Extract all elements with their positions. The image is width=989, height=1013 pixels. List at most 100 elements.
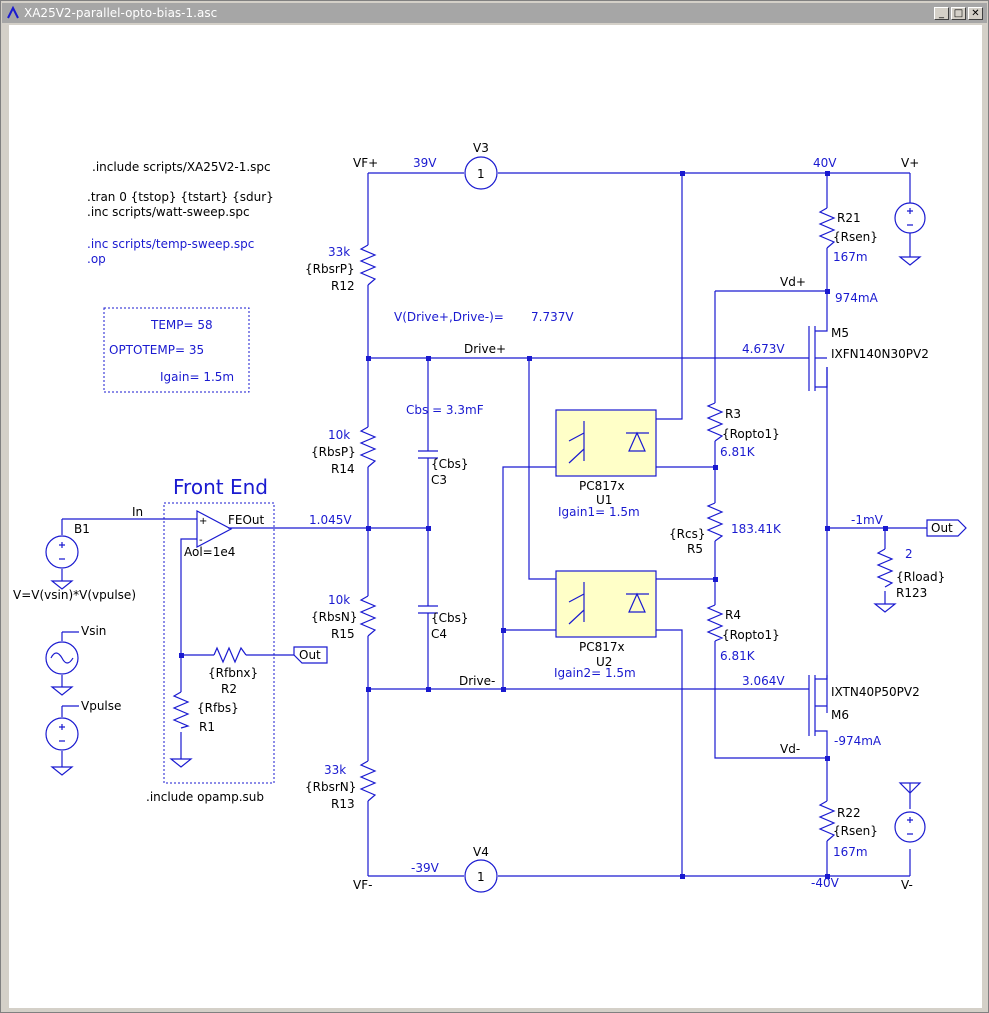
opamp-plus: + (199, 516, 207, 527)
resistor-r2[interactable] (213, 646, 247, 664)
net-out-feedback: Out (299, 648, 321, 662)
label-r21-name: R21 (837, 211, 861, 225)
param-temp: TEMP= 58 (150, 318, 213, 332)
label-r5-val: {Rcs} (669, 527, 705, 541)
label-v3: V3 (473, 141, 489, 155)
label-cbs: Cbs = 3.3mF (406, 403, 484, 417)
optocoupler-u1[interactable] (555, 409, 657, 477)
bsource-b1[interactable] (45, 535, 79, 590)
net-labels: VF+ VF- V+ V- Drive+ Drive- Vd+ Vd- In O… (81, 156, 953, 892)
label-r1-val: {Rfbs} (197, 701, 239, 715)
resistor-r12[interactable] (359, 244, 377, 286)
op-v4673: 4.673V (742, 342, 785, 356)
directives-text: .include scripts/XA25V2-1.spc .tran 0 {t… (87, 160, 274, 804)
net-vpulse: Vpulse (81, 699, 121, 713)
resistor-r14[interactable] (359, 426, 377, 468)
op-ma974: 974mA (835, 291, 879, 305)
net-v-plus: V+ (901, 156, 919, 170)
ltspice-schematic-icon (7, 6, 19, 19)
resistor-r1[interactable] (172, 691, 190, 729)
measure-drive: V(Drive+,Drive-)= (394, 310, 504, 324)
voltage-source-vpulse[interactable] (45, 717, 79, 776)
label-c4-val: {Cbs} (431, 611, 469, 625)
out-port-right[interactable] (926, 519, 967, 537)
voltage-source-v3[interactable] (464, 156, 498, 190)
label-v4: V4 (473, 845, 489, 859)
op-v40: 40V (813, 156, 837, 170)
op-r5: 183.41K (731, 522, 782, 536)
close-button[interactable]: ✕ (968, 7, 983, 20)
out-port-feedback[interactable] (293, 646, 328, 664)
label-v4-one: 1 (477, 870, 485, 884)
front-end-title: Front End (173, 475, 268, 499)
label-b1-expr: V=V(vsin)*V(vpulse) (13, 588, 136, 602)
net-vd-minus: Vd- (780, 742, 800, 756)
label-r3-val: {Ropto1} (722, 427, 780, 441)
resistor-r22[interactable] (818, 800, 836, 842)
maximize-button[interactable]: □ (951, 7, 966, 20)
opamp-feout: FEOut (228, 513, 265, 527)
minimize-button[interactable]: _ (934, 7, 949, 20)
label-u2-name: U2 (596, 655, 612, 669)
directive-watt: .inc scripts/watt-sweep.spc (87, 205, 250, 219)
opamp-minus: - (199, 535, 203, 546)
component-labels: V3 1 V4 1 B1 V=V(vsin)*V(vpulse) 33k {Rb… (13, 141, 945, 884)
op-r3: 6.81K (720, 445, 756, 459)
label-r2-val: {Rfbnx} (208, 666, 258, 680)
resistor-r5[interactable] (706, 502, 724, 542)
resistor-r123[interactable] (876, 548, 894, 588)
label-u2-part: PC817x (579, 640, 625, 654)
directive-op: .op (87, 252, 106, 266)
op-v3064: 3.064V (742, 674, 785, 688)
label-r123-val: {Rload} (896, 570, 945, 584)
resistor-r4[interactable] (706, 604, 724, 642)
voltage-source-v4[interactable] (464, 859, 498, 893)
label-b1: B1 (74, 522, 90, 536)
opamp-front-end[interactable] (196, 510, 233, 548)
voltage-source-vminus[interactable] (894, 782, 926, 843)
label-r14-op: 10k (328, 428, 350, 442)
net-v-minus: V- (901, 878, 913, 892)
label-r5-name: R5 (687, 542, 703, 556)
label-r4-name: R4 (725, 608, 741, 622)
resistor-r15[interactable] (359, 595, 377, 637)
schematic-drawing[interactable]: .include scripts/XA25V2-1.spc .tran 0 {t… (9, 25, 982, 1008)
label-r22-name: R22 (837, 806, 861, 820)
title-bar[interactable]: XA25V2-parallel-opto-bias-1.asc _ □ ✕ (2, 3, 987, 23)
voltage-source-vplus[interactable] (894, 202, 926, 266)
op-values: 39V 40V -39V -40V 974mA 4.673V 1.045V -1… (309, 156, 913, 890)
param-optotemp: OPTOTEMP= 35 (109, 343, 204, 357)
mosfet-m6[interactable] (808, 675, 828, 758)
directive-opamp: .include opamp.sub (146, 790, 264, 804)
resistor-r3[interactable] (706, 402, 724, 442)
opamp-aol: Aol=1e4 (184, 545, 235, 559)
label-r12-name: R12 (331, 279, 355, 293)
resistor-r13[interactable] (359, 760, 377, 802)
label-r12-val: {RbsrP} (305, 262, 355, 276)
voltage-source-vsin[interactable] (45, 641, 79, 696)
optocoupler-u2[interactable] (555, 570, 657, 638)
net-vf-minus: VF- (353, 878, 372, 892)
label-r1-name: R1 (199, 720, 215, 734)
label-u1-name: U1 (596, 493, 612, 507)
directive-temp: .inc scripts/temp-sweep.spc (87, 237, 254, 251)
mosfet-m5[interactable] (808, 323, 828, 391)
op-vneg40: -40V (811, 876, 840, 890)
label-r15-op: 10k (328, 593, 350, 607)
label-r14-name: R14 (331, 462, 355, 476)
window-title: XA25V2-parallel-opto-bias-1.asc (24, 6, 218, 20)
capacitor-c3[interactable] (418, 441, 438, 473)
op-r4: 6.81K (720, 649, 756, 663)
op-vneg39: -39V (411, 861, 440, 875)
wires (61, 172, 927, 877)
capacitor-c4[interactable] (418, 596, 438, 628)
resistor-r21[interactable] (818, 207, 836, 249)
net-drive-minus: Drive- (459, 674, 495, 688)
label-r12-op: 33k (328, 245, 350, 259)
schematic-canvas[interactable]: .include scripts/XA25V2-1.spc .tran 0 {t… (9, 25, 982, 1008)
label-v3-one: 1 (477, 167, 485, 181)
label-u2-igain: Igain2= 1.5m (554, 666, 636, 680)
junctions (179, 171, 888, 879)
op-r22: 167m (833, 845, 868, 859)
